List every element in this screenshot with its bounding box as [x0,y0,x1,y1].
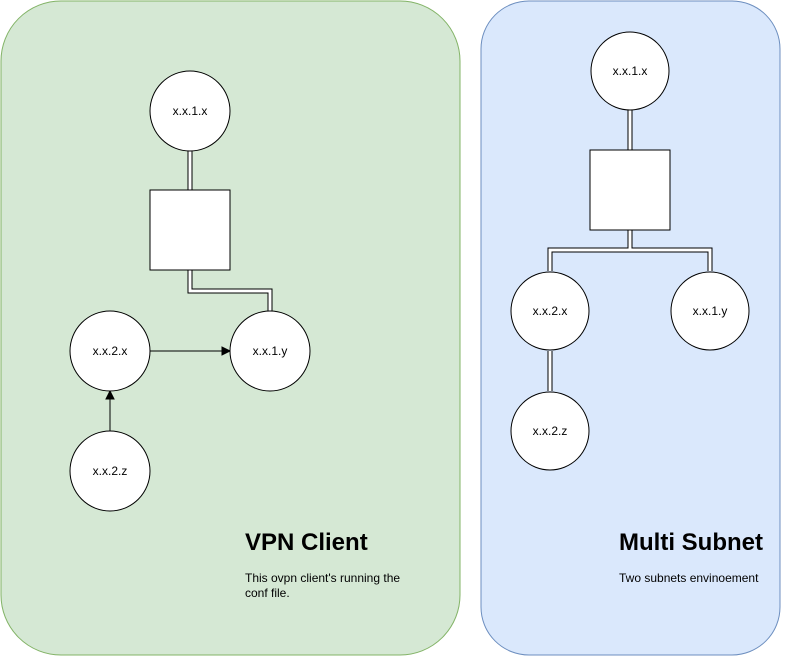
vpn-client-title: VPN Client [245,529,368,556]
vpn-node-right-label: x.x.1.y [253,344,288,358]
vpn-client-panel [0,0,461,656]
multi-subnet-panel [480,0,781,656]
subnet-node-right-label: x.x.1.y [693,304,728,318]
multi-subnet-title: Multi Subnet [619,529,763,556]
subnet-node-bottom-label: x.x.2.z [533,424,568,438]
vpn-node-bottom-left[interactable] [69,430,151,512]
vpn-client-description-line2: conf file. [245,586,290,600]
subnet-node-top[interactable] [590,31,670,111]
vpn-node-top-label: x.x.1.x [173,104,208,118]
arrow-head-icon [221,346,232,356]
multi-subnet-description: Two subnets envinoement [619,571,759,585]
subnet-node-top-label: x.x.1.x [613,64,648,78]
subnet-node-bottom[interactable] [510,391,590,471]
subnet-node-left-label: x.x.2.x [533,304,568,318]
vpn-node-top[interactable] [149,70,231,152]
subnet-node-left[interactable] [510,271,590,351]
vpn-node-right[interactable] [229,310,311,392]
vpn-node-mid-left-label: x.x.2.x [93,344,128,358]
vpn-node-mid-left[interactable] [69,310,151,392]
vpn-router-box[interactable] [149,189,231,271]
arrow-head-icon [105,389,115,400]
vpn-node-bottom-left-label: x.x.2.z [93,464,128,478]
vpn-client-description-line1: This ovpn client's running the [245,571,400,585]
subnet-router-box[interactable] [589,149,671,231]
subnet-node-right[interactable] [670,271,750,351]
